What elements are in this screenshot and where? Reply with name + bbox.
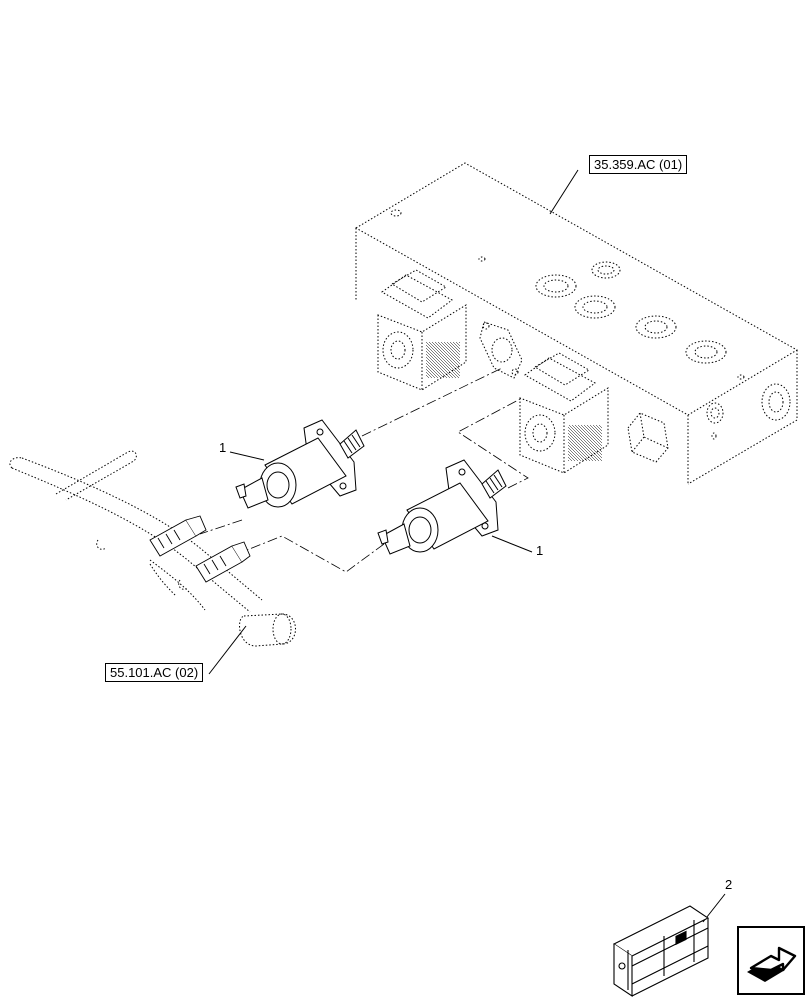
next-page-button[interactable] <box>737 926 805 995</box>
solenoid-coil-lower <box>519 352 609 474</box>
reference-wiring-harness[interactable]: 55.101.AC (02) <box>105 663 204 682</box>
callout-kit[interactable]: 2 <box>725 877 733 892</box>
harness-connector-lower <box>195 541 251 583</box>
gasket-upper <box>479 321 523 379</box>
assembly-paths <box>199 367 529 573</box>
crate-icon <box>612 905 710 998</box>
solenoid-cartridge-upper <box>235 419 365 509</box>
solenoid-coil-upper <box>377 269 467 391</box>
callout-solenoid-lower[interactable]: 1 <box>536 543 544 558</box>
callout-leaders <box>208 169 726 923</box>
solenoid-cartridge-lower <box>377 459 507 555</box>
valve-block <box>355 162 798 485</box>
next-page-arrow-icon <box>737 926 805 995</box>
reference-valve-block[interactable]: 35.359.AC (01) <box>589 155 688 174</box>
wiring-harness <box>9 450 296 647</box>
harness-connector-upper <box>149 515 207 557</box>
callout-solenoid-upper[interactable]: 1 <box>219 440 227 455</box>
